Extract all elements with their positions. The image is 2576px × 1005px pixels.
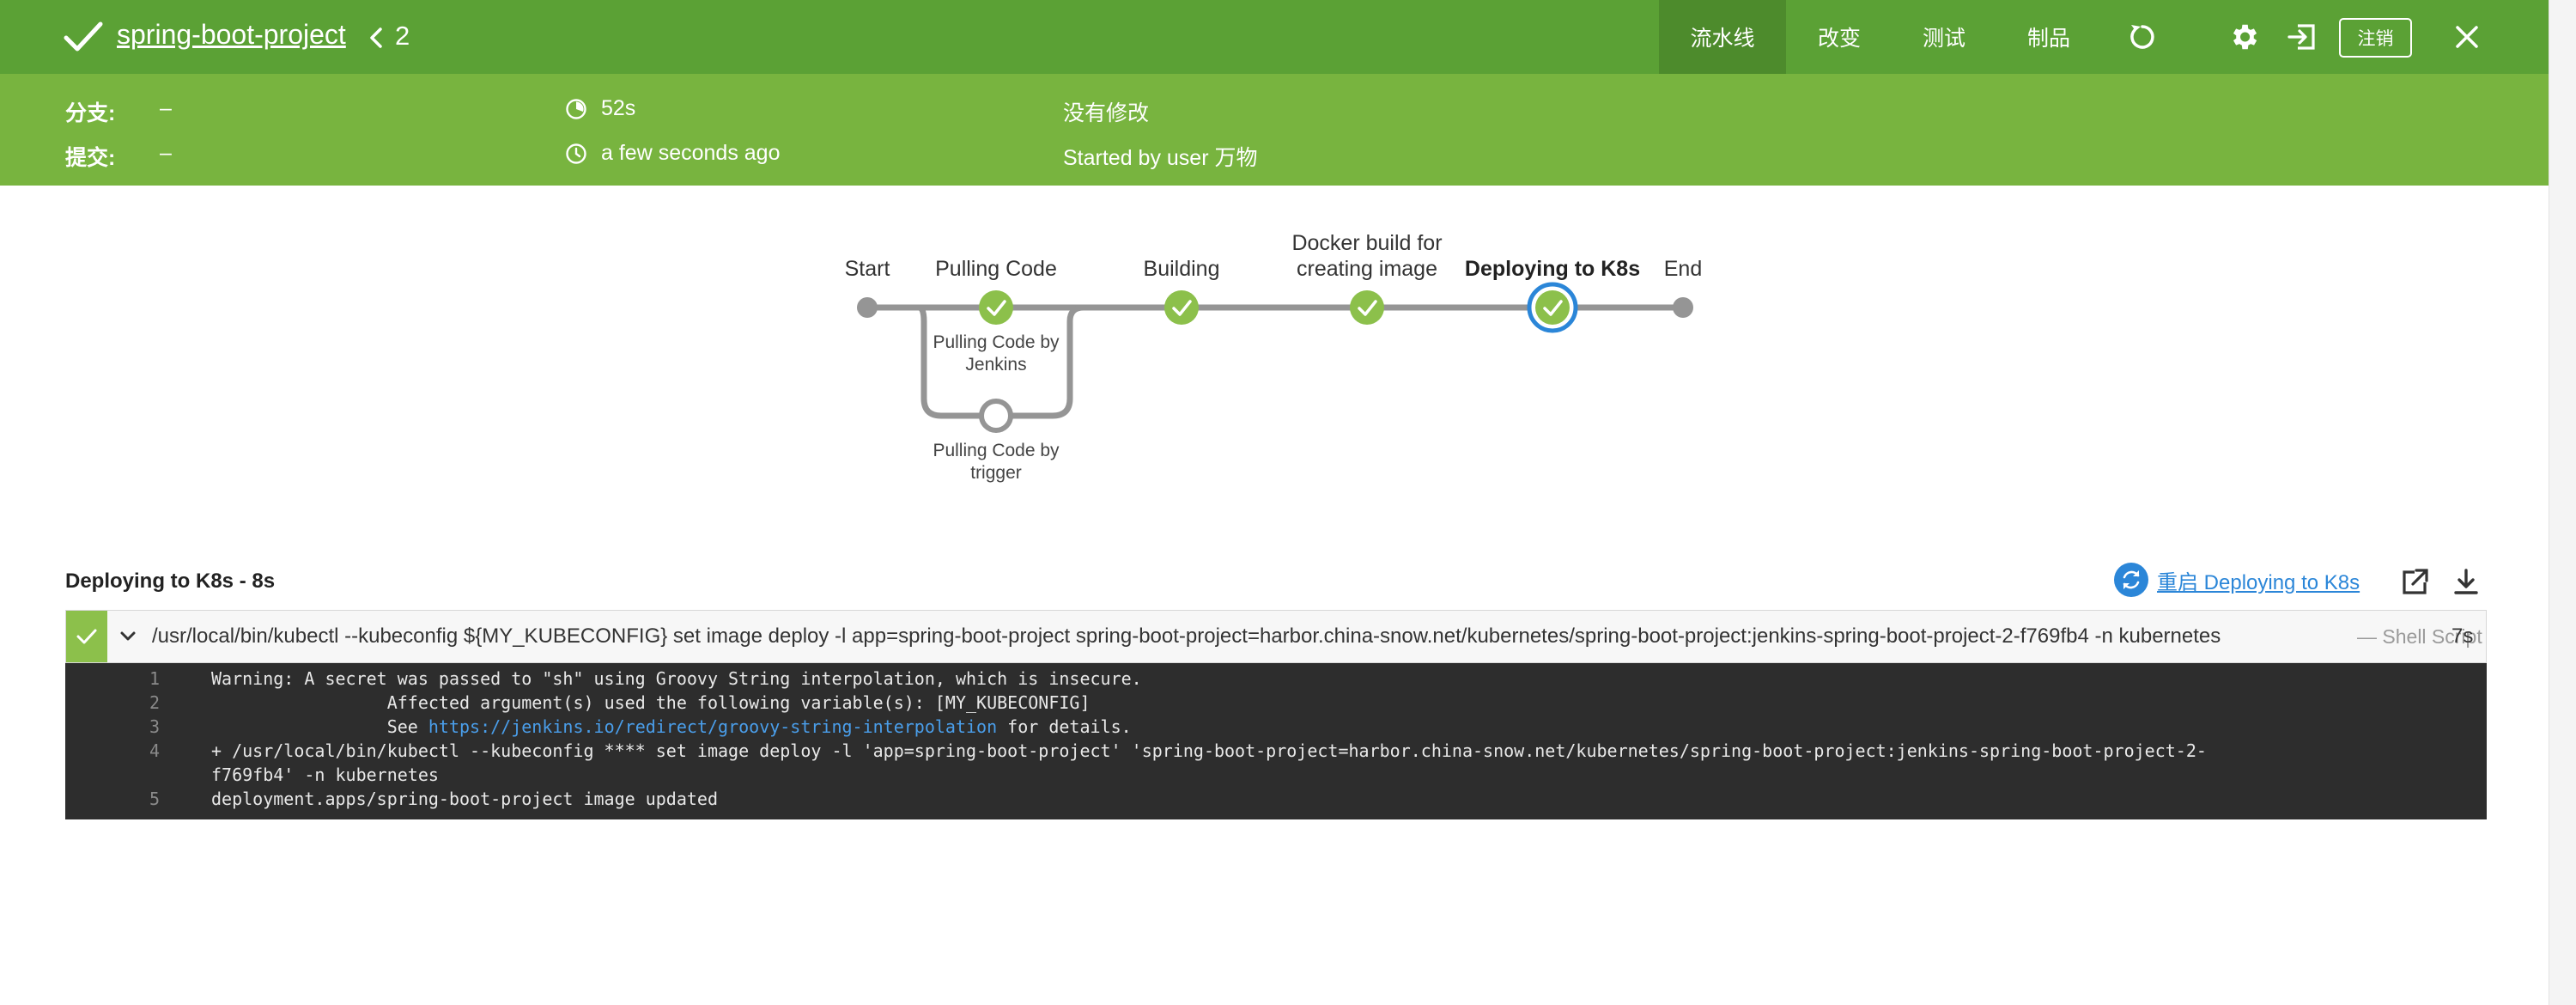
time-ago-value: a few seconds ago (601, 141, 781, 165)
branch-value: – (160, 96, 172, 120)
stage-label-docker-build[interactable]: Docker build for creating image (1264, 230, 1470, 282)
tab-artifacts-label: 制品 (2026, 27, 2070, 51)
check-icon (1172, 300, 1192, 316)
scrollbar[interactable] (2549, 0, 2576, 1005)
branch-label-jenkins-line2: Jenkins (965, 355, 1027, 375)
stage-label-building[interactable]: Building (1143, 257, 1220, 281)
groovy-interpolation-link[interactable]: https://jenkins.io/redirect/groovy-strin… (428, 716, 998, 737)
connector-branch-in (915, 304, 984, 419)
chevron-down-icon[interactable] (118, 626, 138, 647)
project-title-link[interactable]: spring-boot-project (117, 19, 346, 50)
close-icon (2456, 26, 2478, 48)
stage-label-end: End (1663, 257, 1703, 281)
branch-label: 分支: (65, 101, 116, 125)
close-button[interactable] (2449, 19, 2485, 55)
log-line: 5 deployment.apps/spring-boot-project im… (65, 787, 2487, 811)
restart-stage-button[interactable]: 重启 Deploying to K8s (2114, 563, 2360, 597)
started-by-value: Started by user 万物 (1063, 146, 1258, 170)
log-line: 2 Affected argument(s) used the followin… (65, 691, 2487, 715)
logout-button[interactable]: 注销 (2339, 18, 2412, 58)
log-text-post: for details. (997, 716, 1132, 737)
console-log[interactable]: 1 Warning: A secret was passed to "sh" u… (65, 663, 2487, 819)
duration-value: 52s (601, 96, 636, 120)
stage-label-deploying-to-k8s[interactable]: Deploying to K8s (1464, 257, 1641, 281)
check-icon (64, 21, 103, 52)
branch-label-trigger-line1: Pulling Code by (933, 441, 1060, 460)
pipeline-graph-svg (857, 282, 1693, 433)
node-start (857, 297, 878, 318)
stage-label-docker-build-line2: creating image (1297, 257, 1437, 281)
node-docker-build (1350, 290, 1384, 325)
node-deploying-to-k8s (1535, 290, 1570, 325)
step-duration: 7s (2451, 624, 2474, 648)
timer-icon (566, 99, 586, 119)
replay-icon (2130, 25, 2154, 49)
chevron-left-icon[interactable] (368, 27, 385, 49)
run-header: spring-boot-project 2 流水线 改变 测试 制品 注销 (0, 0, 2549, 74)
step-title: Deploying to K8s - 8s (65, 570, 276, 593)
tab-tests[interactable]: 测试 (1893, 0, 1996, 74)
check-icon (76, 629, 97, 644)
restart-stage-label[interactable]: 重启 Deploying to K8s (2157, 570, 2360, 594)
open-external-icon[interactable] (2399, 567, 2430, 598)
tab-pipeline-label: 流水线 (1690, 27, 1755, 51)
log-text-pre: See (211, 716, 428, 737)
check-icon (1358, 300, 1377, 316)
changes-value: 没有修改 (1063, 101, 1150, 125)
line-number: 1 (149, 668, 160, 689)
branch-label-jenkins-line1: Pulling Code by (933, 332, 1060, 352)
log-text: Warning: A secret was passed to "sh" usi… (211, 668, 1142, 689)
tab-artifacts[interactable]: 制品 (1997, 0, 2100, 74)
step-status-success (66, 611, 107, 662)
node-pulling-code-jenkins (979, 290, 1013, 325)
log-text: deployment.apps/spring-boot-project imag… (211, 789, 719, 809)
log-text: See https://jenkins.io/redirect/groovy-s… (160, 715, 2487, 739)
branch-label-jenkins[interactable]: Pulling Code by Jenkins (910, 332, 1082, 376)
log-text: Affected argument(s) used the following … (211, 692, 1091, 713)
stage-label-docker-build-line1: Docker build for (1291, 231, 1443, 255)
connector-branch-out (1008, 304, 1087, 419)
node-building (1164, 290, 1199, 325)
step-row-shell-script[interactable]: /usr/local/bin/kubectl --kubeconfig ${MY… (65, 610, 2487, 663)
clock-icon (566, 143, 586, 164)
tab-tests-label: 测试 (1922, 27, 1965, 51)
stage-label-pulling-code[interactable]: Pulling Code (935, 257, 1057, 281)
log-text: + /usr/local/bin/kubectl --kubeconfig **… (211, 740, 2207, 785)
step-command: /usr/local/bin/kubectl --kubeconfig ${MY… (152, 624, 2221, 648)
tab-changes-label: 改变 (1817, 27, 1861, 51)
line-number: 3 (149, 716, 160, 737)
check-icon (1543, 300, 1563, 316)
settings-button[interactable] (2226, 19, 2262, 55)
node-end (1673, 297, 1693, 318)
stage-label-start: Start (844, 257, 890, 281)
run-number: 2 (395, 21, 410, 51)
node-pulling-code-trigger (979, 399, 1013, 433)
commit-value: – (160, 141, 172, 165)
log-line: 3 See https://jenkins.io/redirect/groovy… (65, 715, 2487, 739)
exit-icon (2287, 24, 2315, 50)
branch-label-trigger-line2: trigger (970, 463, 1022, 483)
tab-pipeline[interactable]: 流水线 (1659, 0, 1786, 74)
exit-button[interactable] (2284, 19, 2320, 55)
run-info-bar: 分支: – 提交: – 52s a few seconds ago 没有修改 S… (0, 74, 2549, 186)
line-number: 5 (149, 789, 160, 809)
line-number: 2 (149, 692, 160, 713)
log-line: 1 Warning: A secret was passed to "sh" u… (65, 667, 2487, 691)
restart-icon (2114, 563, 2148, 597)
pipeline-graph: Start Pulling Code Building Docker build… (0, 186, 2549, 546)
branch-label-trigger[interactable]: Pulling Code by trigger (910, 440, 1082, 484)
line-number: 4 (149, 740, 160, 761)
check-icon (987, 300, 1006, 316)
gear-icon (2233, 24, 2257, 50)
step-type: — Shell Script (2357, 625, 2482, 648)
log-line: 4 + /usr/local/bin/kubectl --kubeconfig … (65, 739, 2487, 787)
download-icon[interactable] (2451, 567, 2482, 598)
replay-button[interactable] (2124, 19, 2160, 55)
commit-label: 提交: (65, 146, 116, 170)
tab-changes[interactable]: 改变 (1788, 0, 1891, 74)
